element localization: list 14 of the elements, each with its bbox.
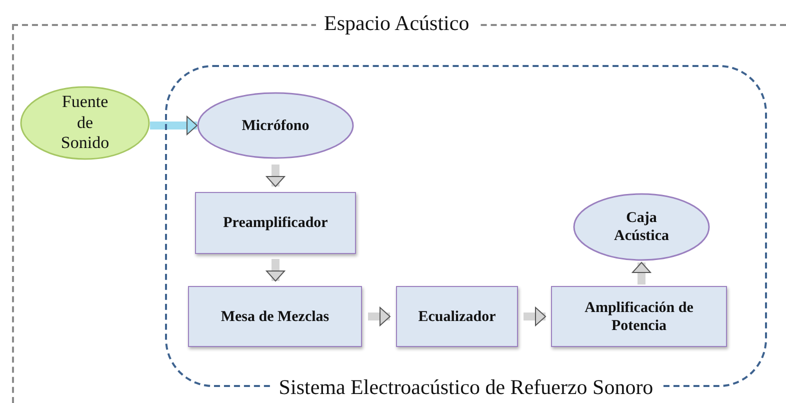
process-box xyxy=(396,286,518,347)
process-ellipse xyxy=(197,92,354,159)
process-ellipse xyxy=(573,193,710,261)
process-box xyxy=(551,286,727,347)
node-label: Micrófono xyxy=(242,116,310,134)
node-label: Mesa de Mezclas xyxy=(220,308,330,326)
node-label: Caja Acústica xyxy=(613,209,670,245)
process-box xyxy=(195,192,356,254)
node-label: Ecualizador xyxy=(418,308,496,326)
source-ellipse xyxy=(20,86,150,160)
process-box xyxy=(188,286,362,347)
node-label: Preamplificador xyxy=(223,214,328,232)
node-label: Amplificación de Potencia xyxy=(584,298,694,334)
node-label: Fuente de Sonido xyxy=(60,92,110,154)
